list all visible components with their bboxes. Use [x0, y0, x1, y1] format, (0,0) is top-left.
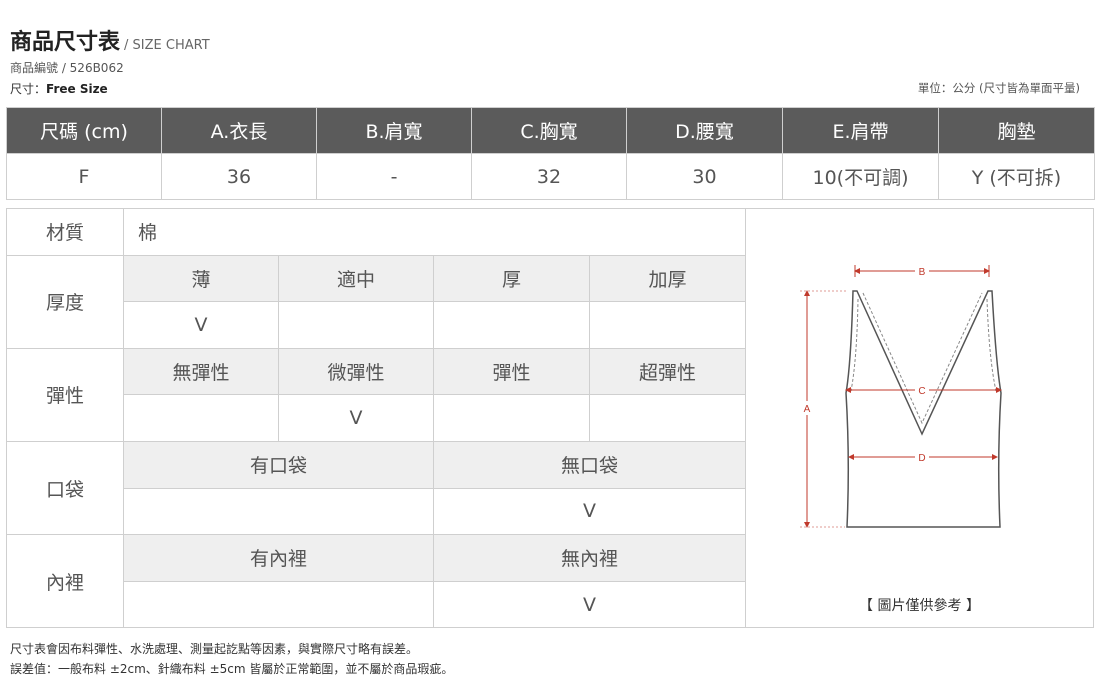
- lining-mark: [123, 580, 434, 629]
- elasticity-option: 無彈性: [123, 347, 279, 396]
- pocket-label: 口袋: [6, 440, 124, 536]
- size-header-cell: 尺碼 (cm): [6, 107, 162, 154]
- thickness-mark: [588, 301, 747, 349]
- size-cell: 10(不可調): [782, 153, 939, 200]
- elasticity-mark: V: [278, 394, 434, 442]
- tolerance-note: 誤差值：一般布料 ±2cm、針織布料 ±5cm 皆屬於正常範圍，並不屬於商品瑕疵…: [10, 662, 454, 676]
- garment-armhole-left: [850, 298, 859, 392]
- size-table-header-row: 尺碼 (cm) A.衣長 B.肩寬 C.胸寬 D.腰寬 E.肩帶 胸墊: [6, 107, 1095, 154]
- lining-mark: V: [432, 580, 747, 629]
- size-cell: 32: [471, 153, 627, 200]
- thickness-mark: V: [123, 301, 279, 349]
- thickness-option: 加厚: [588, 254, 747, 303]
- thickness-option: 適中: [278, 254, 434, 303]
- spec-table: 材質 棉 厚度 薄 適中 厚 加厚 V 彈性 無彈性 微彈性 彈性 超彈性 V …: [6, 208, 747, 629]
- elasticity-option: 超彈性: [588, 347, 747, 396]
- size-header-cell: D.腰寬: [626, 107, 783, 154]
- size-header-cell: E.肩帶: [782, 107, 939, 154]
- title-zh: 商品尺寸表: [10, 30, 121, 55]
- garment-neckline-inner: [862, 292, 983, 425]
- lining-label: 內裡: [6, 534, 124, 629]
- elasticity-mark: [433, 394, 590, 442]
- thickness-option: 厚: [433, 254, 590, 303]
- pocket-mark: V: [432, 487, 747, 536]
- thickness-options-row: 厚度 薄 適中 厚 加厚: [6, 254, 747, 349]
- lining-marks-row: V: [7, 580, 747, 629]
- size-header-cell: 胸墊: [938, 107, 1095, 154]
- garment-outline: [845, 290, 1002, 528]
- elasticity-options-row: 彈性 無彈性 微彈性 彈性 超彈性: [6, 347, 747, 442]
- size-cell: Y (不可拆): [938, 153, 1095, 200]
- size-cell: F: [6, 153, 162, 200]
- material-label: 材質: [6, 208, 124, 256]
- unit-note: 單位：公分 (尺寸皆為單面平量): [917, 81, 1080, 95]
- size-chart-title: 商品尺寸表/ SIZE CHART: [10, 24, 210, 56]
- lining-option: 無內裡: [432, 534, 747, 582]
- elasticity-option: 彈性: [433, 347, 590, 396]
- table-row: F 36 - 32 30 10(不可調) Y (不可拆): [6, 153, 1095, 200]
- measure-c-label: C: [918, 386, 925, 397]
- thickness-mark: [278, 301, 434, 349]
- measure-b-label: B: [919, 267, 926, 278]
- elasticity-label: 彈性: [6, 347, 124, 442]
- elasticity-option: 微彈性: [278, 347, 434, 396]
- thickness-option: 薄: [123, 254, 279, 303]
- elasticity-mark: [123, 394, 279, 442]
- measure-c-label-bg: [915, 383, 929, 397]
- measure-a-label-bg: [801, 401, 813, 415]
- thickness-label: 厚度: [6, 254, 124, 349]
- pocket-option: 有口袋: [123, 440, 434, 489]
- size-label: 尺寸：: [10, 82, 47, 96]
- product-code: 商品編號 / 526B062: [10, 61, 124, 75]
- pocket-options-row: 口袋 有口袋 無口袋: [6, 440, 747, 536]
- garment-armhole-right: [986, 298, 997, 392]
- elasticity-mark: [588, 394, 747, 442]
- size-value: Free Size: [46, 82, 108, 96]
- size-header-cell: B.肩寬: [316, 107, 472, 154]
- size-table: 尺碼 (cm) A.衣長 B.肩寬 C.胸寬 D.腰寬 E.肩帶 胸墊 F 36…: [6, 107, 1095, 200]
- measure-d-label-bg: [915, 450, 929, 464]
- thickness-mark: [433, 301, 590, 349]
- elasticity-marks-row: V: [7, 394, 747, 442]
- size-header-cell: C.胸寬: [471, 107, 627, 154]
- material-row: 材質 棉: [6, 208, 747, 256]
- size-cell: 30: [626, 153, 783, 200]
- diagram-caption: 【 圖片僅供參考 】: [859, 598, 980, 614]
- lining-options-row: 內裡 有內裡 無內裡: [6, 534, 747, 629]
- disclaimer-note: 尺寸表會因布料彈性、水洗處理、測量起訖點等因素，與實際尺寸略有誤差。: [10, 642, 419, 656]
- measure-d-label: D: [918, 453, 925, 464]
- size-info: 尺寸：Free Size: [10, 80, 108, 97]
- tank-top-illustration: A B C D: [800, 264, 1002, 528]
- pocket-option: 無口袋: [432, 440, 747, 489]
- garment-diagram: A B C D 【 圖片僅供參考 】: [745, 208, 1094, 628]
- size-header-cell: A.衣長: [161, 107, 317, 154]
- title-en: / SIZE CHART: [124, 38, 210, 53]
- measure-a-label: A: [804, 404, 811, 415]
- size-cell: 36: [161, 153, 317, 200]
- material-value: 棉: [122, 208, 747, 256]
- pocket-mark: [123, 487, 434, 536]
- lining-option: 有內裡: [123, 534, 434, 582]
- size-cell: -: [316, 153, 472, 200]
- measure-b-label-bg: [915, 264, 929, 278]
